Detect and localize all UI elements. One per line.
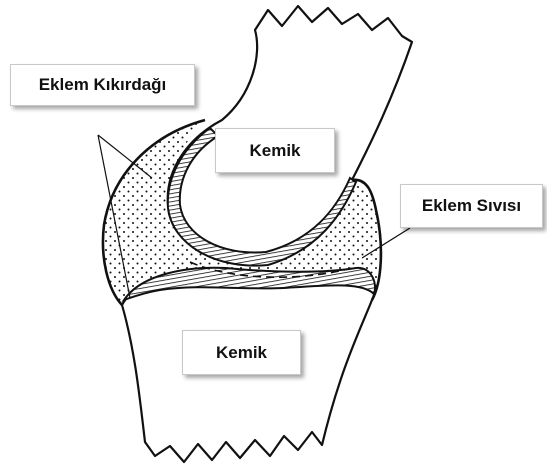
label-bone-top: Kemik bbox=[215, 128, 335, 173]
label-bone-bottom: Kemik bbox=[182, 330, 301, 375]
label-cartilage: Eklem Kıkırdağı bbox=[10, 64, 195, 106]
label-fluid: Eklem Sıvısı bbox=[400, 184, 543, 228]
